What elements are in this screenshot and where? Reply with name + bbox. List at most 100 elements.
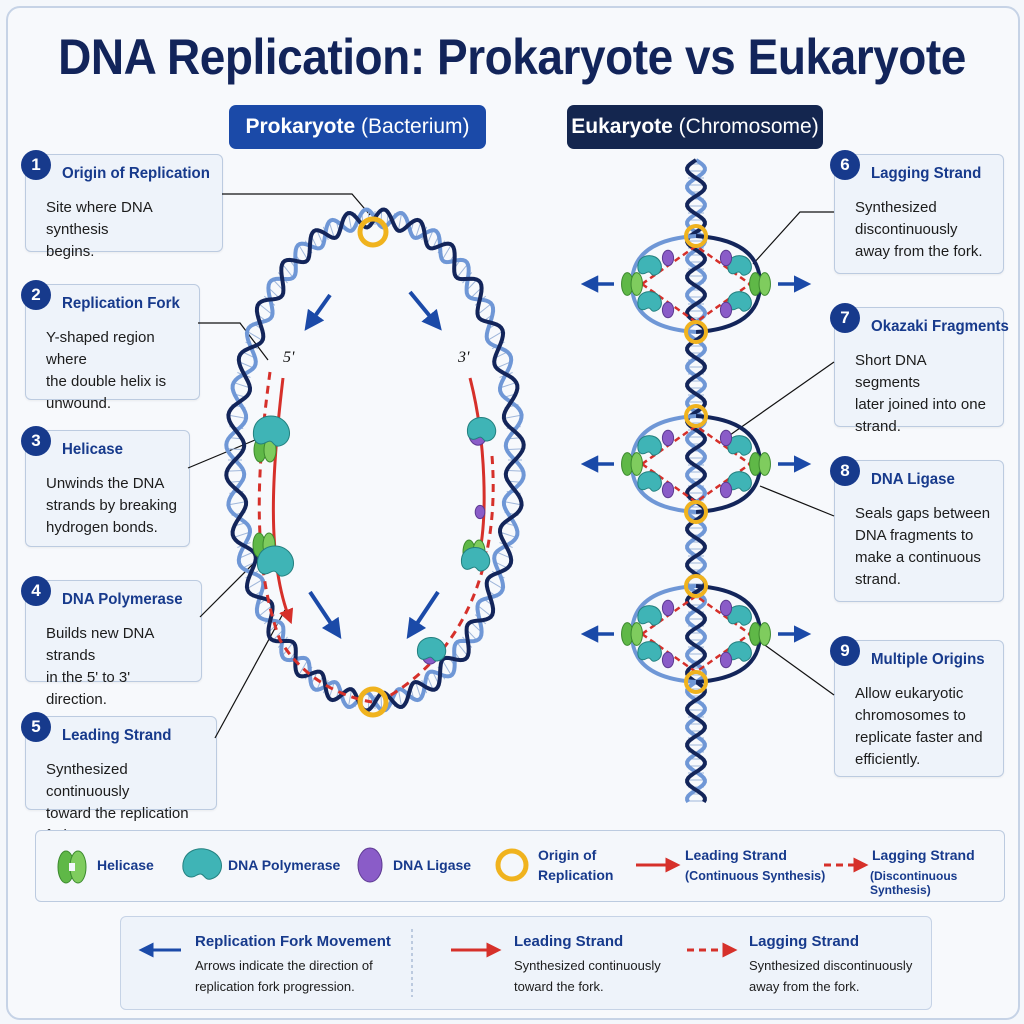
card-line: Site where DNA synthesis	[46, 199, 152, 238]
polymerase-icon	[637, 435, 662, 456]
origin-icon	[684, 574, 708, 598]
enzyme-icon-layer	[252, 216, 771, 718]
card-line: hydrogen bonds.	[46, 519, 158, 536]
dna-helix-layer	[224, 158, 763, 803]
ligase-icon	[357, 847, 383, 883]
base-pair-rung	[442, 245, 451, 259]
helicase-icon	[630, 622, 643, 646]
card-origin-of-replication: 1 Origin of Replication Site where DNA s…	[21, 150, 223, 260]
card-line: discontinuously	[855, 221, 958, 238]
polymerase-icon	[727, 255, 752, 276]
base-pair-rung	[415, 683, 421, 697]
origin-icon	[495, 848, 529, 882]
fork-movement-title: Replication Fork Movement	[195, 933, 391, 950]
card-line: Allow eukaryotic	[855, 685, 964, 702]
card-title: Leading Strand	[62, 727, 172, 744]
base-pair-rung	[478, 304, 491, 314]
ligase-icon	[719, 651, 733, 669]
polymerase-icon	[637, 605, 662, 626]
base-pair-rung	[426, 675, 434, 690]
ligase-icon	[719, 301, 733, 319]
card-body: Synthesized discontinuously away from th…	[855, 197, 993, 263]
card-body: Builds new DNA strands in the 5' to 3' d…	[46, 623, 191, 711]
polymerase-icon	[253, 415, 291, 447]
base-pair-rung	[507, 470, 522, 472]
card-number: 9	[830, 636, 860, 666]
base-pair-rung	[501, 532, 515, 538]
ligase-icon	[719, 429, 733, 447]
card-body: Site where DNA synthesis begins.	[46, 197, 212, 263]
legend-ligase-label: DNA Ligase	[393, 857, 472, 873]
helicase-icon	[630, 452, 643, 476]
base-pair-rung	[488, 580, 502, 589]
card-number: 5	[21, 712, 51, 742]
desc-line: replication fork progression.	[195, 979, 355, 994]
base-pair-rung	[426, 230, 434, 245]
polymerase-icon	[637, 641, 662, 662]
card-line: chromosomes to	[855, 707, 966, 724]
legend-leading-title: Leading Strand	[685, 847, 787, 863]
card-helicase: 3 Helicase Unwinds the DNA strands by br…	[21, 426, 190, 547]
legend-origin-label-2: Replication	[538, 867, 614, 883]
fork-direction-arrow	[304, 293, 332, 331]
base-pair-rung	[235, 382, 249, 388]
lagging-legend-desc: Synthesized discontinuously away from th…	[749, 955, 912, 997]
base-pair-rung	[248, 580, 262, 589]
card-body: Unwinds the DNA strands by breaking hydr…	[46, 473, 179, 539]
base-pair-rung	[398, 691, 402, 706]
new-strand-right	[468, 377, 488, 565]
base-pair-rung	[497, 551, 511, 559]
card-number: 1	[21, 150, 51, 180]
card-multiple-origins: 9 Multiple Origins Allow eukaryotic chro…	[830, 636, 1004, 777]
fork-movement-desc: Arrows indicate the direction of replica…	[195, 955, 373, 997]
base-pair-rung	[239, 361, 253, 369]
polymerase-icon	[417, 637, 447, 662]
card-line: later joined into one	[855, 396, 986, 413]
card-body: Short DNA segments later joined into one…	[855, 350, 993, 438]
legend: Helicase DNA Polymerase DNA Ligase Origi…	[35, 830, 1005, 902]
base-pair-rung	[230, 415, 245, 419]
card-line: begins.	[46, 243, 95, 260]
polymerase-icon	[257, 545, 295, 577]
base-pair-rung	[497, 361, 511, 369]
card-line: in the 5' to 3' direction.	[46, 669, 131, 708]
card-line: Short DNA segments	[855, 352, 926, 391]
eukaryote-heading-sub: (Chromosome)	[678, 115, 819, 138]
card-title: Replication Fork	[62, 295, 180, 312]
card-title: DNA Ligase	[871, 471, 955, 488]
card-body: Y-shaped region where the double helix i…	[46, 327, 189, 415]
lagging-legend-title: Lagging Strand	[749, 933, 859, 950]
ligase-icon	[719, 249, 733, 267]
desc-line: toward the fork.	[514, 979, 604, 994]
origin-icon	[684, 320, 708, 344]
desc-line: Synthesized continuously	[514, 958, 661, 973]
fork-direction-arrow	[308, 590, 342, 639]
fork-arrow-layer	[304, 275, 812, 643]
three-prime-label: 3'	[457, 349, 470, 366]
polymerase-icon	[727, 605, 752, 626]
lagging-strand-right	[385, 455, 495, 700]
ligase-icon	[661, 651, 675, 669]
origin-icon	[357, 216, 389, 248]
card-title: Origin of Replication	[62, 165, 210, 182]
ligase-icon	[719, 599, 733, 617]
card-replication-fork: 2 Replication Fork Y-shaped region where…	[21, 280, 200, 412]
desc-line: away from the fork.	[749, 979, 860, 994]
card-body: Allow eukaryotic chromosomes to replicat…	[855, 683, 993, 771]
page-title: DNA Replication: Prokaryote vs Eukaryote	[58, 29, 966, 85]
base-pair-rung	[329, 223, 335, 237]
helicase-icon	[758, 622, 771, 646]
card-line: make a continuous	[855, 549, 981, 566]
card-title: Helicase	[62, 441, 124, 458]
arrow-legend-icons	[138, 929, 738, 997]
card-line: DNA fragments to	[855, 527, 974, 544]
base-pair-rung	[248, 331, 262, 340]
polymerase-icon	[727, 471, 752, 492]
polymerase-icon	[637, 255, 662, 276]
origin-icon	[684, 670, 708, 694]
base-pair-rung	[507, 448, 522, 450]
base-pair-rung	[228, 470, 243, 472]
polymerase-icon	[467, 417, 497, 442]
helicase-icon	[57, 850, 87, 884]
